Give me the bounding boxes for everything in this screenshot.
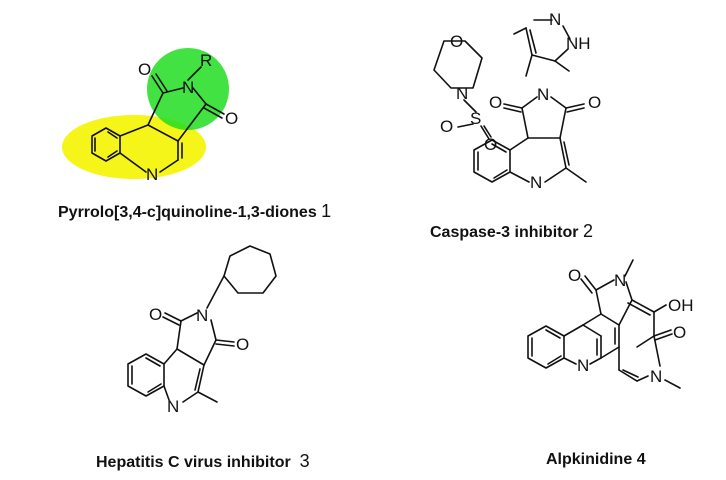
atom-o-imide-right: O [588,93,601,112]
caption-1-bold-one: 1 [237,204,247,221]
atom-o-left: O [440,117,453,136]
atom-o-morph: O [450,32,463,51]
caption-4-text: Alpkinidine [546,451,633,468]
atom-n-pyridone: N [650,367,662,386]
atom-oh: OH [668,296,694,315]
caption-2-number: 2 [582,221,593,241]
atom-o-top: O [149,305,162,324]
atom-n-pyrazole: N [549,10,561,29]
atom-n-ring: N [530,173,542,192]
atom-r-group: R [200,51,212,70]
atom-o-right: O [236,335,249,354]
atom-o-top: O [568,266,581,285]
caption-compound-3: Hepatitis C virus inhibitor 3 [96,451,310,472]
atom-n-me: N [614,271,626,290]
atom-s: S [470,109,481,128]
caption-compound-4: Alpkinidine 4 [546,451,646,469]
imide-highlight [147,48,229,130]
caption-3-number: 3 [299,451,310,471]
compound-1-structure: O N R O N [62,48,238,184]
caption-3-text: Hepatitis C virus inhibitor [96,454,291,471]
atom-o-right: O [673,323,686,342]
atom-n-imide: N [196,306,208,325]
compound-2-structure: N NH O N O S O N O [433,10,601,192]
atom-n-ring: N [167,397,179,416]
atom-n-ring: N [577,356,589,375]
caption-4-number: 4 [636,451,646,468]
atom-nh-pyrazole: NH [566,34,591,53]
atom-n-morph: N [456,84,468,103]
caption-1-number: 1 [321,201,332,221]
compound-4-structure: N O N OH O N [527,259,694,389]
caption-1-text-tail: ,3-diones [246,204,322,221]
atom-o-sulf: O [484,135,497,154]
atom-n-imide: N [182,78,194,97]
atom-o-right: O [225,109,238,128]
quinoline-highlight [62,115,206,179]
caption-2-text: Caspase-3 inhibitor [430,224,579,241]
atom-n-ring: N [146,165,158,184]
caption-compound-1: Pyrrolo[3,4-c]quinoline-1,3-diones 1 [58,201,331,222]
atom-n-imide: N [537,85,549,104]
atom-o-imide-left: O [489,93,502,112]
caption-compound-2: Caspase-3 inhibitor 2 [430,221,593,242]
caption-1-text: Pyrrolo[3,4-c]quinoline- [58,204,238,221]
atom-o-top: O [138,60,151,79]
compound-3-structure: O N O N [127,245,277,416]
